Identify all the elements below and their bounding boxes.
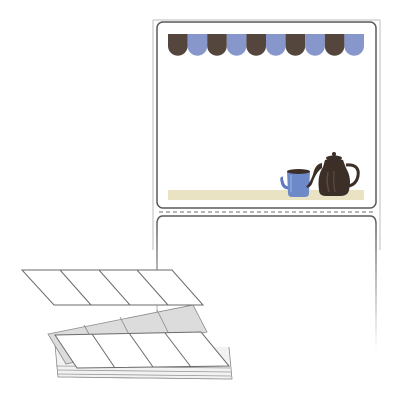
awning-scallop — [324, 34, 345, 56]
awning-scallop — [226, 34, 247, 56]
awning-scallop — [285, 34, 306, 56]
awning-scallop — [246, 34, 266, 56]
label-bottom — [156, 215, 377, 350]
awning-scallop — [187, 34, 208, 56]
fanfold-label-stack-icon — [20, 269, 233, 380]
awning-scallop — [266, 34, 286, 56]
awning-icon — [168, 34, 364, 56]
coffee-mug-icon — [280, 169, 310, 197]
shelf — [168, 190, 364, 200]
awning-scallop — [207, 34, 227, 56]
coffee-pot-icon — [306, 152, 360, 196]
label-top — [156, 21, 377, 209]
awning-scallop — [168, 34, 188, 56]
awning-scallop — [344, 34, 364, 56]
awning-scallop — [305, 34, 325, 56]
